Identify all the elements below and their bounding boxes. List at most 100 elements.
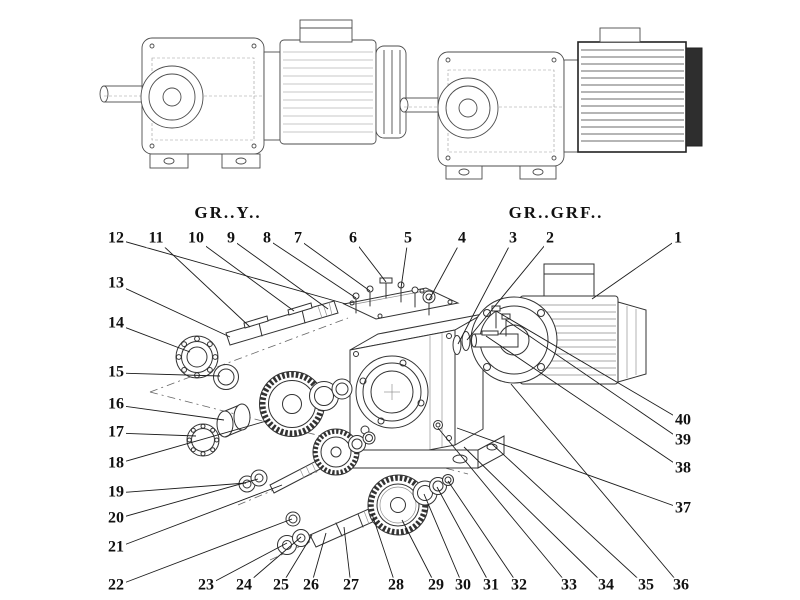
leader-line-35	[491, 443, 647, 587]
leader-line-20	[115, 478, 259, 520]
part-number-7: 7	[292, 229, 304, 248]
leader-line-23	[205, 542, 288, 587]
part-number-20: 20	[106, 509, 126, 528]
shim-washer	[452, 335, 462, 355]
exploded-view	[115, 238, 684, 587]
oil-plug	[433, 420, 443, 430]
leader-line-33	[437, 427, 570, 587]
circlip	[362, 431, 376, 445]
part-number-38: 38	[673, 459, 693, 478]
leader-line-25	[280, 534, 313, 587]
part-number-5: 5	[402, 229, 414, 248]
fan-cover	[617, 301, 647, 383]
leader-line-18	[115, 419, 271, 465]
leader-line-14	[115, 323, 191, 353]
leader-line-22	[115, 518, 293, 587]
part-number-33: 33	[559, 576, 579, 595]
part-number-24: 24	[234, 576, 254, 595]
leader-line-28	[371, 513, 397, 587]
leader-line-27	[343, 526, 352, 587]
part-number-9: 9	[225, 229, 237, 248]
part-number-28: 28	[386, 576, 406, 595]
leader-line-26	[310, 532, 327, 587]
leader-line-7	[297, 238, 371, 292]
gearmotor-illustration-gr-grf	[399, 27, 703, 180]
leader-line-16	[115, 404, 225, 421]
circlip-small	[442, 474, 454, 486]
part-number-1: 1	[672, 229, 684, 248]
part-number-40: 40	[673, 411, 693, 430]
leader-line-38	[485, 335, 684, 470]
retaining-ring	[213, 364, 239, 390]
breather-vent	[379, 277, 393, 284]
part-number-18: 18	[106, 454, 126, 473]
leader-line-37	[456, 427, 684, 510]
shaft-key	[481, 330, 499, 336]
circlip	[331, 378, 353, 400]
ball-bearing	[175, 335, 219, 379]
leader-line-12	[115, 238, 347, 305]
helical-gear-mid	[312, 428, 360, 476]
leader-line-31	[436, 486, 492, 587]
part-number-21: 21	[106, 538, 126, 557]
part-number-39: 39	[673, 431, 693, 450]
electric-motor	[452, 263, 647, 385]
leader-line-9	[230, 238, 329, 310]
part-number-2: 2	[544, 229, 556, 248]
gearmotor-illustration-gr-y	[99, 19, 407, 169]
key	[243, 315, 269, 329]
key	[287, 302, 313, 316]
leader-line-8	[266, 238, 357, 299]
output-shaft-assembly	[277, 474, 454, 555]
part-number-8: 8	[261, 229, 273, 248]
part-number-35: 35	[636, 576, 656, 595]
part-number-16: 16	[106, 395, 126, 414]
part-number-23: 23	[196, 576, 216, 595]
terminal-box	[543, 263, 595, 297]
leader-line-11	[155, 238, 251, 328]
part-number-30: 30	[453, 576, 473, 595]
part-number-36: 36	[671, 576, 691, 595]
part-number-31: 31	[481, 576, 501, 595]
leader-line-21	[115, 484, 283, 549]
part-number-27: 27	[341, 576, 361, 595]
leader-line-29	[401, 519, 437, 587]
part-number-12: 12	[106, 229, 126, 248]
leader-line-36	[510, 383, 682, 587]
part-number-25: 25	[271, 576, 291, 595]
helical-gear-large	[259, 371, 325, 437]
leader-line-40	[495, 310, 684, 422]
seal-ring	[285, 511, 301, 527]
part-number-17: 17	[106, 423, 126, 442]
washer	[250, 469, 268, 487]
part-number-10: 10	[186, 229, 206, 248]
part-number-32: 32	[509, 576, 529, 595]
leader-line-34	[463, 446, 607, 587]
circlip	[429, 477, 447, 495]
leader-line-30	[423, 493, 464, 587]
leader-line-32	[447, 480, 520, 587]
leader-lines-layer	[115, 238, 684, 587]
leader-line-1	[591, 238, 679, 300]
part-number-15: 15	[106, 363, 126, 382]
part-number-4: 4	[456, 229, 468, 248]
part-number-3: 3	[507, 229, 519, 248]
leader-line-2	[466, 238, 551, 341]
motor-shaft	[473, 333, 519, 348]
part-number-6: 6	[347, 229, 359, 248]
shim-washer	[461, 331, 471, 351]
spacer-ring	[348, 435, 366, 453]
washer	[292, 529, 310, 547]
intermediate-gear-set	[238, 428, 376, 527]
part-number-29: 29	[426, 576, 446, 595]
leader-line-17	[115, 432, 197, 437]
part-number-19: 19	[106, 483, 126, 502]
part-number-22: 22	[106, 576, 126, 595]
ball-bearing-small	[186, 423, 220, 457]
leader-line-13	[115, 283, 231, 338]
leader-line-10	[195, 238, 295, 312]
spacer-ring	[309, 381, 339, 411]
part-number-14: 14	[106, 314, 126, 333]
